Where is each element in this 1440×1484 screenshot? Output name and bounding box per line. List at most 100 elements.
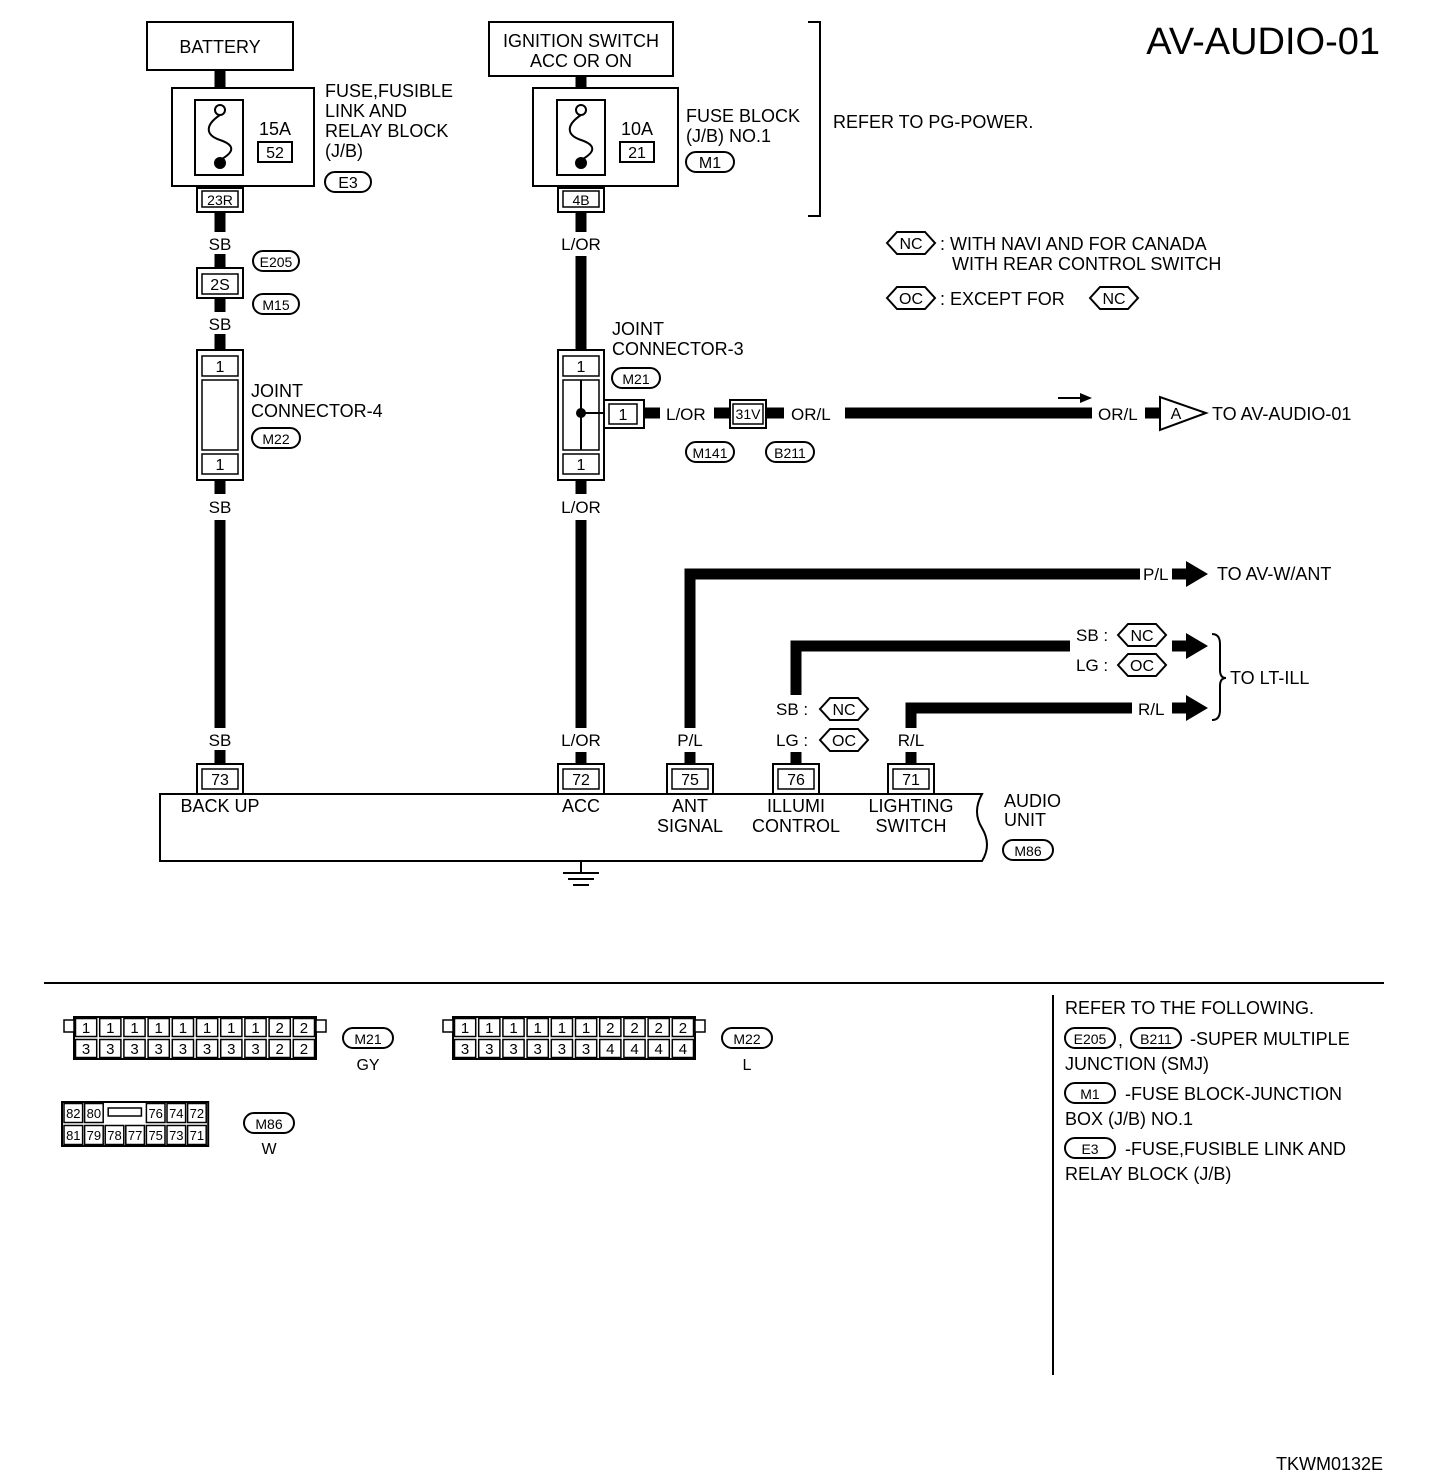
refer-m1-2: BOX (J/B) NO.1 (1065, 1109, 1193, 1129)
ignition-label-2: ACC OR ON (530, 51, 632, 71)
legend-oc-tag (885, 286, 937, 310)
cv-m21-pin-label: 2 (300, 1020, 308, 1037)
cv-m22-pin-label: 1 (534, 1020, 542, 1037)
wire-label-lg-right: LG : (1076, 656, 1108, 675)
cv-m21-cavity (123, 1017, 146, 1038)
cv-m22-cavity (671, 1038, 695, 1059)
fuse-left-label-1: FUSE,FUSIBLE (325, 81, 453, 101)
audio-pin-75: 75 (681, 772, 699, 789)
cv-m86-pin-label: 77 (128, 1128, 142, 1143)
audio-terminal-76: 76 (772, 763, 820, 795)
tag-oc-right (1116, 653, 1168, 677)
connector-31v-label: 31V (736, 406, 762, 422)
cv-m86-cavity (186, 1124, 207, 1146)
audio-pin-72: 72 (572, 772, 590, 789)
cv-m21-cavity (195, 1017, 219, 1038)
connector-tag-m22 (251, 427, 301, 449)
ground-symbol (563, 861, 599, 886)
refer-tag-m1 (1064, 1082, 1116, 1104)
audio-terminal-75: 75 (666, 763, 714, 795)
legend-nc-tag (885, 231, 937, 255)
wire-label-lor-1: L/OR (561, 235, 601, 254)
offpage-a-triangle (1159, 395, 1209, 432)
fuse-symbol-left (207, 114, 233, 161)
wire-label-sb-76: SB : (776, 700, 808, 719)
cv-m21-cavity (292, 1017, 316, 1038)
fuse-left-number: 52 (266, 145, 284, 162)
jc4-pin-top-label: 1 (216, 359, 225, 376)
arrow-to-lt-ill-2 (1186, 695, 1208, 721)
jc3-label-2: CONNECTOR-3 (612, 339, 744, 359)
wire-label-pl-right: P/L (1143, 565, 1169, 584)
cv-m21-pin-label: 1 (203, 1020, 211, 1037)
cv-m22-pin-label: 1 (509, 1020, 517, 1037)
wire-rl (905, 702, 1132, 728)
battery-box (146, 21, 294, 71)
jc4-body (201, 379, 239, 451)
cv-m22-pin-label: 2 (630, 1020, 638, 1037)
legend-nc-line-2: WITH REAR CONTROL SWITCH (952, 254, 1221, 274)
audio-pin-73: 73 (211, 772, 229, 789)
cv-tag-m21-text: M21 (354, 1031, 381, 1047)
audio-term-name-75a: ANT (672, 796, 708, 816)
connector-tag-m21-text: M21 (622, 371, 649, 387)
cv-m22-cavity (526, 1038, 550, 1059)
cv-m86-cavity (145, 1124, 166, 1146)
cv-m22-pin-label: 3 (534, 1041, 542, 1058)
cv-m21-pin-label: 3 (130, 1041, 138, 1058)
wire-label-sb-3: SB (209, 498, 232, 517)
cv-m86-pin-label: 81 (66, 1128, 80, 1143)
wire-label-sb-4: SB (209, 731, 232, 750)
cv-m21-pin-label: 3 (82, 1041, 90, 1058)
cv-m21-pin-label: 1 (179, 1020, 187, 1037)
fuse-right-label-1: FUSE BLOCK (686, 106, 800, 126)
connector-tag-m21 (611, 367, 661, 389)
to-av-want: TO AV-W/ANT (1217, 564, 1331, 584)
refer-m1-1: -FUSE BLOCK-JUNCTION (1125, 1084, 1342, 1104)
cv-m22-latch-right (694, 1019, 706, 1033)
audio-unit-body (159, 793, 988, 862)
cv-m22-cavity (477, 1017, 501, 1038)
cv-m21-pin-label: 2 (276, 1020, 284, 1037)
cv-m22-pin-label: 3 (485, 1041, 493, 1058)
cv-m22-pin-label: 2 (606, 1020, 614, 1037)
cv-m22-cavity (574, 1038, 598, 1059)
cv-m21-cavity (171, 1017, 195, 1038)
cv-m86-cavity (166, 1102, 187, 1124)
audio-unit-label-1: AUDIO (1004, 791, 1061, 811)
cv-m22-pin-label: 1 (582, 1020, 590, 1037)
wire-label-sb-2: SB (209, 315, 232, 334)
jc3-pin-top (562, 355, 600, 377)
connector-2s-label: 2S (210, 277, 230, 294)
cv-m86-cavity (63, 1124, 84, 1146)
cv-m21-cavity (123, 1038, 146, 1059)
audio-terminal-72: 72 (557, 763, 605, 795)
cv-m21-pin-label: 3 (155, 1041, 163, 1058)
cv-tag-m21 (342, 1027, 394, 1049)
connector-tag-e3-text: E3 (338, 175, 358, 192)
fuse-left-label-2: LINK AND (325, 101, 407, 121)
wire-label-lg-76: LG : (776, 731, 808, 750)
cv-m22-cavity (647, 1038, 671, 1059)
cv-m86-cavity (83, 1102, 104, 1124)
fuse-right-number: 21 (628, 145, 646, 162)
cv-m21-pin-label: 3 (203, 1041, 211, 1058)
jc4-label-2: CONNECTOR-4 (251, 401, 383, 421)
refer-comma: , (1118, 1030, 1123, 1050)
cv-m86-pin-label: 71 (190, 1128, 204, 1143)
cv-m22-cavity (502, 1017, 525, 1038)
cv-m21-pin-label: 1 (82, 1020, 90, 1037)
cv-m22-cavity (477, 1038, 501, 1059)
cv-m86-cavity (83, 1124, 104, 1146)
audio-pin-71: 71 (902, 772, 920, 789)
cv-m21-latch-right (315, 1019, 327, 1033)
cv-m21-pin-label: 3 (227, 1041, 235, 1058)
cv-m22-pin-label: 2 (655, 1020, 663, 1037)
cv-m22-pin-label: 2 (679, 1020, 687, 1037)
direction-arrowhead (1080, 393, 1092, 403)
jc3-label-1: JOINT (612, 319, 664, 339)
cv-m22-pin-label: 3 (558, 1041, 566, 1058)
cv-m22-cavity (550, 1038, 574, 1059)
cv-m22-pin-label: 1 (485, 1020, 493, 1037)
